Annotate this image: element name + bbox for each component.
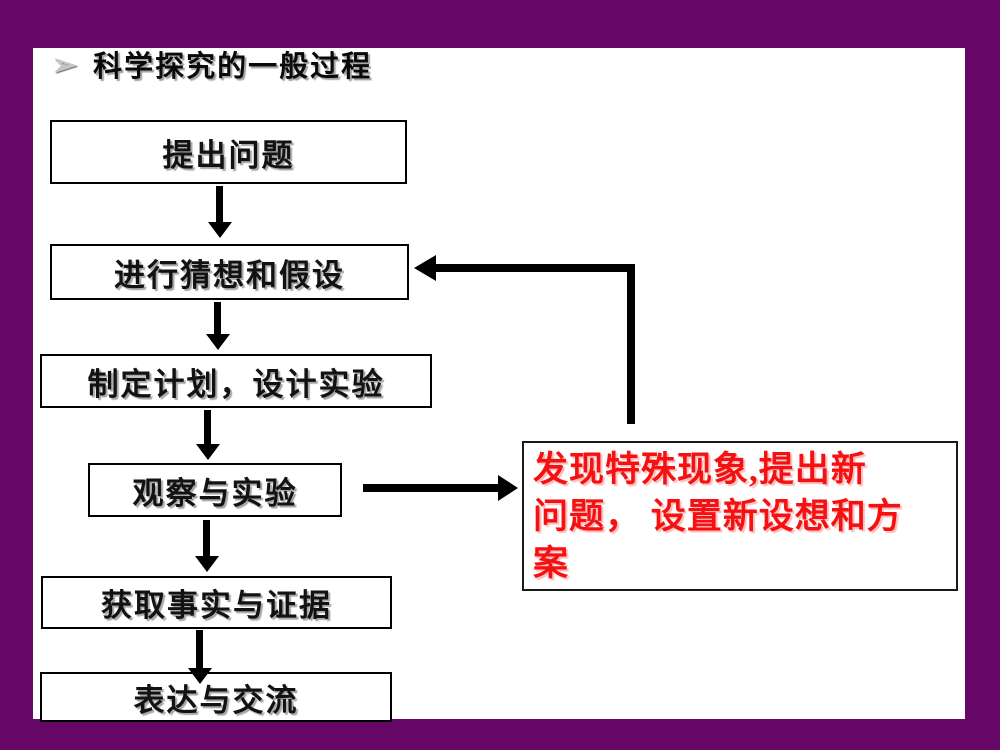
arrow-bullet-icon: ➢ (52, 49, 78, 82)
arrow-right-connector (363, 475, 518, 501)
feedback-elbow-connector (414, 255, 635, 424)
flow-step-express-communicate: 表达与交流 (40, 672, 392, 722)
new-problem-note-box: 发现特殊现象,提出新 问题， 设置新设想和方 案 (522, 441, 958, 591)
arrow-down-icon (188, 668, 212, 684)
note-line: 案 (533, 544, 570, 583)
flow-step-label: 提出问题 (162, 137, 295, 173)
arrow-down-connector-4 (195, 520, 219, 572)
flow-step-guess-hypothesis: 进行猜想和假设 (50, 244, 409, 300)
arrow-shaft (204, 410, 211, 445)
arrow-down-icon (208, 222, 232, 238)
flow-step-observe-experiment: 观察与实验 (88, 463, 342, 517)
note-line: 问题， 设置新设想和方 (533, 497, 903, 536)
arrow-shaft (214, 302, 221, 335)
page-title: 科学探究的一般过程 (93, 51, 373, 83)
elbow-horizontal-segment (434, 264, 635, 272)
arrow-down-connector-1 (208, 186, 232, 238)
flow-step-propose-question: 提出问题 (50, 120, 407, 184)
arrow-shaft (363, 484, 498, 492)
arrow-right-icon (498, 475, 518, 501)
arrow-down-connector-3 (196, 410, 220, 460)
flow-step-label: 观察与实验 (132, 475, 298, 511)
arrow-down-icon (196, 444, 220, 460)
elbow-vertical-segment (627, 264, 635, 424)
arrow-shaft (203, 520, 210, 557)
arrow-shaft (216, 186, 223, 223)
arrow-down-connector-5 (188, 630, 212, 684)
flow-step-label: 获取事实与证据 (101, 588, 332, 623)
arrow-left-icon (414, 255, 436, 281)
flow-step-plan-design: 制定计划，设计实验 (40, 354, 432, 408)
flow-step-facts-evidence: 获取事实与证据 (41, 576, 392, 629)
arrow-down-icon (206, 334, 230, 350)
arrow-down-icon (195, 556, 219, 572)
flow-step-label: 进行猜想和假设 (114, 257, 345, 293)
arrow-down-connector-2 (206, 302, 230, 350)
title-row: ➢ 科学探究的一般过程 (52, 50, 372, 84)
note-line: 发现特殊现象,提出新 (533, 450, 867, 489)
arrow-shaft (196, 630, 203, 669)
flow-step-label: 表达与交流 (133, 682, 299, 718)
flow-step-label: 制定计划，设计实验 (87, 366, 385, 402)
